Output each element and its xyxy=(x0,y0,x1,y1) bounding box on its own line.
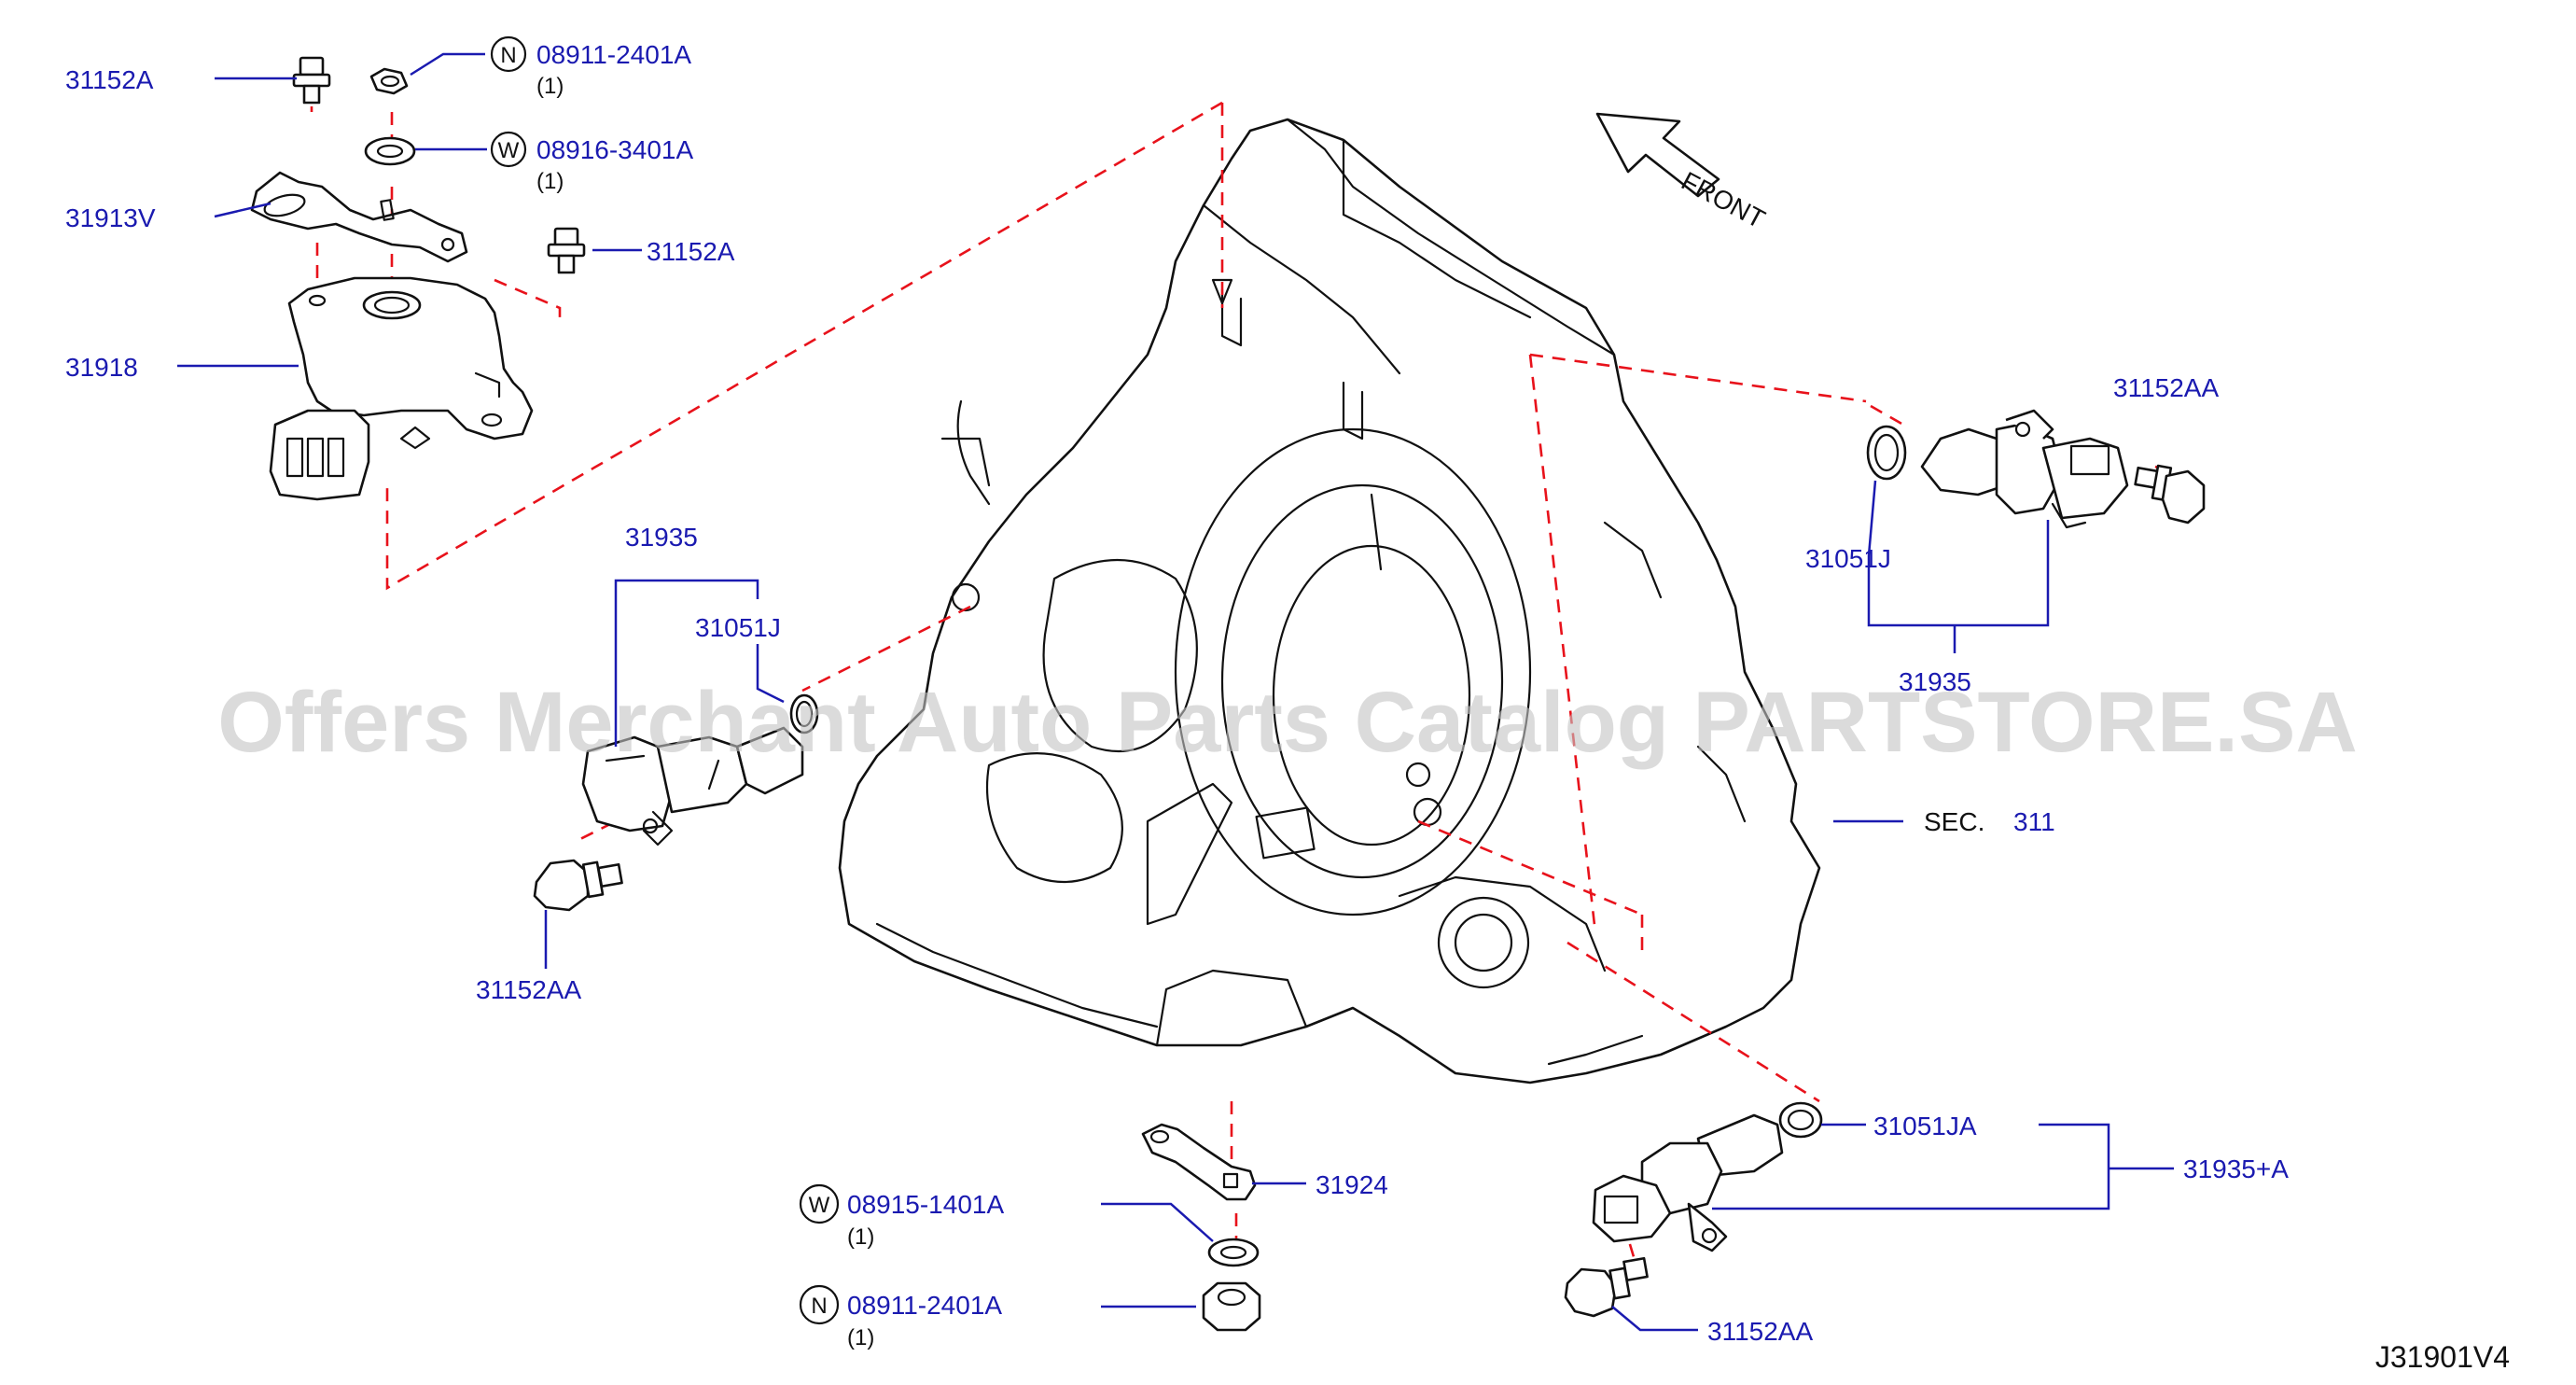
oring-31051J-left-drawing xyxy=(789,693,819,734)
nut-letter-top: N xyxy=(500,43,516,68)
qty-08916-3401A: (1) xyxy=(536,169,564,194)
label-08911-2401A-bottom[interactable]: 08911-2401A xyxy=(847,1291,1002,1320)
qty-08915-1401A: (1) xyxy=(847,1224,874,1250)
leader-lines xyxy=(177,52,2174,1332)
nut-letter-bottom: N xyxy=(811,1294,827,1319)
label-front: FRONT xyxy=(1677,166,1770,234)
oring-31051JA-drawing xyxy=(1778,1101,1823,1139)
label-31152A-right[interactable]: 31152A xyxy=(647,237,735,266)
nut-callout-bottom: N xyxy=(799,1284,840,1325)
label-sec: SEC. xyxy=(1924,807,1984,836)
part-labels: 31152A 31913V 31918 31152A 08911-2401A (… xyxy=(65,40,2510,1374)
label-31051J-right[interactable]: 31051J xyxy=(1805,544,1891,573)
nut-08911-2401A-bottom-drawing xyxy=(1202,1281,1261,1332)
label-31152AA-left[interactable]: 31152AA xyxy=(476,975,581,1004)
washer-letter-bottom: W xyxy=(809,1193,830,1218)
washer-callout-bottom: W xyxy=(799,1183,840,1224)
bolt-31152AA-bottom-drawing xyxy=(1564,1256,1649,1318)
label-31935-left[interactable]: 31935 xyxy=(625,523,698,552)
label-31051J-left[interactable]: 31051J xyxy=(695,613,781,642)
washer-letter-top: W xyxy=(498,138,520,163)
washer-08916-3401A-top-drawing xyxy=(364,136,416,166)
label-31152A-top[interactable]: 31152A xyxy=(65,65,154,94)
position-switch-31918-drawing xyxy=(269,276,534,501)
sensor-31935-left-drawing xyxy=(581,726,804,846)
lever-31924-drawing xyxy=(1141,1123,1257,1201)
bracket-31913V-drawing xyxy=(250,171,468,263)
label-31918[interactable]: 31918 xyxy=(65,353,138,382)
qty-08911-2401A-top: (1) xyxy=(536,74,564,99)
label-31051JA[interactable]: 31051JA xyxy=(1873,1112,1977,1140)
label-31935-right[interactable]: 31935 xyxy=(1899,667,1971,696)
watermark-text: Offers Merchant Auto Parts Catalog PARTS… xyxy=(217,675,2358,770)
oring-31051J-right-drawing xyxy=(1866,425,1907,481)
sensor-31935A-drawing xyxy=(1592,1113,1784,1252)
nut-08911-2401A-top-drawing xyxy=(369,67,409,95)
transmission-housing-drawing xyxy=(838,118,1821,1084)
label-31913V[interactable]: 31913V xyxy=(65,203,156,232)
nut-callout-top: N xyxy=(490,35,527,73)
assembly-dashed-lines xyxy=(310,84,2193,1270)
label-08911-2401A-top[interactable]: 08911-2401A xyxy=(536,40,691,69)
washer-callout-top: W xyxy=(490,131,527,168)
label-sec-311[interactable]: 311 xyxy=(2013,807,2055,836)
label-31924[interactable]: 31924 xyxy=(1316,1170,1388,1199)
label-31935A[interactable]: 31935+A xyxy=(2183,1154,2289,1183)
bolt-31152A-right-drawing xyxy=(547,227,586,274)
washer-08915-1401A-drawing xyxy=(1207,1238,1260,1267)
diagram-code: J31901V4 xyxy=(2375,1340,2510,1374)
qty-08911-2401A-bottom: (1) xyxy=(847,1325,874,1350)
label-31152AA-right[interactable]: 31152AA xyxy=(2113,373,2219,402)
bolt-31152AA-left-drawing xyxy=(533,859,623,912)
label-08916-3401A[interactable]: 08916-3401A xyxy=(536,135,693,164)
bolt-31152AA-right-drawing xyxy=(2134,464,2206,525)
sensor-31935-right-drawing xyxy=(1920,409,2129,529)
front-direction-arrow xyxy=(1595,112,1720,198)
label-31152AA-bottom[interactable]: 31152AA xyxy=(1707,1317,1813,1346)
bolt-31152A-top-drawing xyxy=(292,56,331,105)
label-08915-1401A[interactable]: 08915-1401A xyxy=(847,1190,1004,1219)
